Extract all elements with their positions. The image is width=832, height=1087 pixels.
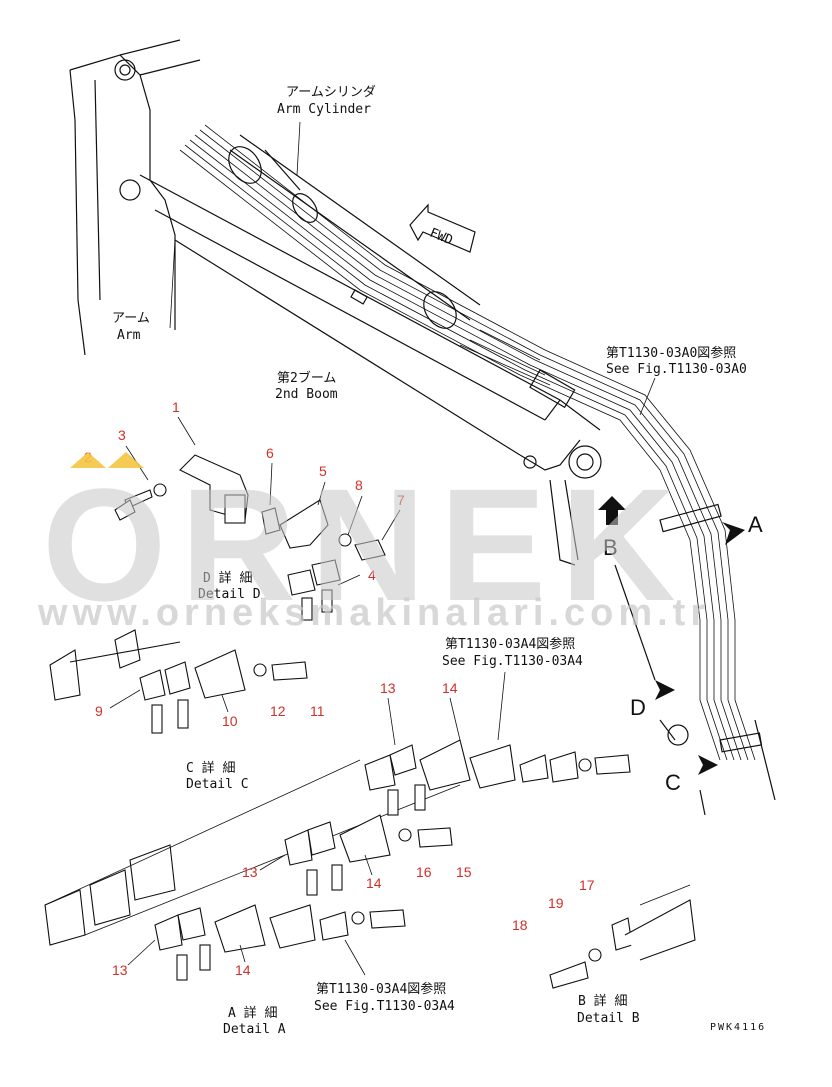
leader-lines xyxy=(169,121,656,976)
view-arrow-c-icon xyxy=(698,755,718,775)
part-number-13-bot: 13 xyxy=(112,962,128,978)
detail-d: D 詳 細 Detail D xyxy=(114,454,386,621)
ref-a4-top-jp-label: 第T1130-03A4図参照 xyxy=(445,636,575,652)
part-number-10: 10 xyxy=(222,713,238,729)
view-label-b: B xyxy=(603,535,618,560)
detail-d-jp-label: D 詳 細 xyxy=(203,570,252,586)
watermark-site: www.orneksmakinalari.com.tr xyxy=(37,592,710,634)
detail-b: B 詳 細 Detail B xyxy=(549,884,696,1026)
view-arrow-a-icon xyxy=(722,522,745,545)
watermark-accent-icon-2 xyxy=(108,452,144,468)
part-number-5: 5 xyxy=(319,463,327,479)
part-number-18: 18 xyxy=(512,917,528,933)
boom-jp-label: 第2ブーム xyxy=(277,370,336,386)
view-label-c: C xyxy=(665,770,681,795)
ref-a4-top-en-label: See Fig.T1130-03A4 xyxy=(442,654,583,669)
part-number-3: 3 xyxy=(118,427,126,443)
detail-b-jp-label: B 詳 細 xyxy=(578,993,627,1009)
arm-jp-label: アーム xyxy=(112,311,150,326)
boom-en-label: 2nd Boom xyxy=(275,387,338,402)
detail-a: A 詳 細 Detail A 第T1130-03A4図参照 See Fig.T1… xyxy=(44,636,631,1037)
forward-arrow: FWD xyxy=(409,203,476,253)
part-number-12: 12 xyxy=(270,703,286,719)
detail-c: C 詳 細 Detail C xyxy=(49,629,308,792)
part-number-13-mid: 13 xyxy=(242,864,258,880)
part-number-16: 16 xyxy=(416,864,432,880)
part-number-7: 7 xyxy=(397,492,405,508)
view-arrow-d-icon xyxy=(655,680,675,700)
detail-d-en-label: Detail D xyxy=(198,587,261,602)
detail-a-en-label: Detail A xyxy=(223,1022,286,1037)
detail-c-jp-label: C 詳 細 xyxy=(186,760,235,776)
ref-a4-bot-en-label: See Fig.T1130-03A4 xyxy=(314,999,455,1014)
part-number-4: 4 xyxy=(368,567,376,583)
view-arrow-b-icon xyxy=(598,496,626,525)
drawing-code: PWK4116 xyxy=(710,1022,766,1033)
view-arrows: A B C D xyxy=(598,496,763,816)
fwd-label: FWD xyxy=(427,226,455,249)
ref-a0-en-label: See Fig.T1130-03A0 xyxy=(606,362,747,377)
watermark-brand: ORNEK xyxy=(42,455,690,634)
ref-a4-bot-jp-label: 第T1130-03A4図参照 xyxy=(316,981,446,997)
part-number-14-top: 14 xyxy=(442,680,458,696)
view-label-a: A xyxy=(748,512,763,537)
part-number-13-top: 13 xyxy=(380,680,396,696)
arm-cylinder xyxy=(228,134,481,329)
detail-b-en-label: Detail B xyxy=(577,1011,640,1026)
main-labels: アームシリンダ Arm Cylinder アーム Arm 第2ブーム 2nd B… xyxy=(112,85,747,402)
watermark-accent-icon xyxy=(70,452,106,468)
number-leaders xyxy=(109,416,461,966)
ref-a0-jp-label: 第T1130-03A0図参照 xyxy=(606,345,736,361)
hydraulic-lines xyxy=(179,124,776,801)
part-number-14-bot: 14 xyxy=(235,962,251,978)
part-number-19: 19 xyxy=(548,895,564,911)
arm-cylinder-en-label: Arm Cylinder xyxy=(277,102,371,117)
part-number-17: 17 xyxy=(579,877,595,893)
detail-a-jp-label: A 詳 細 xyxy=(228,1005,277,1021)
detail-c-en-label: Detail C xyxy=(186,777,249,792)
watermark: ORNEK www.orneksmakinalari.com.tr xyxy=(37,452,710,634)
view-label-d: D xyxy=(630,695,646,720)
part-number-11: 11 xyxy=(310,703,325,719)
arm-en-label: Arm xyxy=(117,328,141,343)
part-number-9: 9 xyxy=(95,703,103,719)
part-number-6: 6 xyxy=(266,445,274,461)
part-number-1: 1 xyxy=(172,399,180,415)
part-number-8: 8 xyxy=(355,477,363,493)
arm-cylinder-jp-label: アームシリンダ xyxy=(286,85,376,100)
part-number-14-mid: 14 xyxy=(366,875,382,891)
part-number-15: 15 xyxy=(456,864,472,880)
